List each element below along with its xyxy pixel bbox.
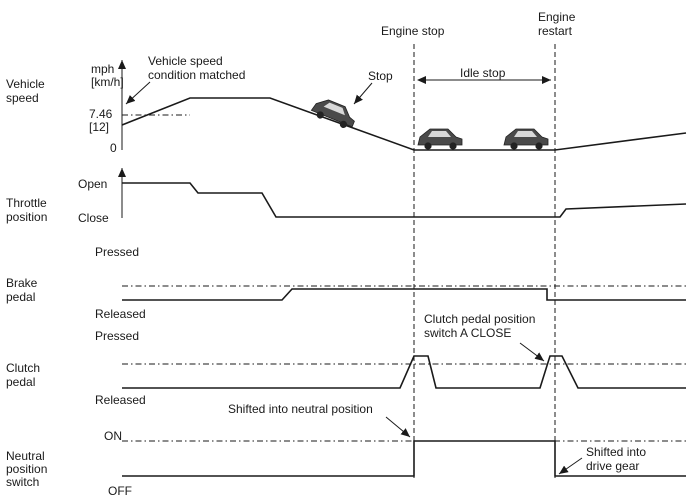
- stop-arrow: [353, 82, 373, 105]
- vehicle-speed-trace: [121, 97, 687, 151]
- neutral-shift-arrow: [385, 416, 411, 438]
- neutral-off-label: OFF: [108, 484, 132, 498]
- speed-unit-label: mph[km/h]: [91, 62, 124, 89]
- clutch-switch-arrow: [519, 342, 545, 362]
- stop-label: Stop: [368, 69, 393, 83]
- drive-shift-arrow: [558, 457, 583, 475]
- neutral-shift-label: Shifted into neutral position: [228, 402, 373, 416]
- clutch-pressed-label: Pressed: [95, 329, 139, 343]
- neutral-on-label: ON: [104, 429, 122, 443]
- speed-zero-label: 0: [110, 141, 117, 155]
- car-icon: [417, 128, 463, 150]
- speed-matched-arrow: [125, 81, 151, 105]
- engine-stop-label: Engine stop: [381, 24, 445, 38]
- speed-threshold-label: 7.46[12]: [89, 107, 113, 134]
- idle-stop-label: Idle stop: [460, 66, 506, 80]
- neutral-trace: [122, 440, 686, 477]
- brake-trace: [122, 288, 686, 301]
- throttle-open-label: Open: [78, 177, 107, 191]
- clutch-released-label: Released: [95, 393, 146, 407]
- car-icon: [503, 128, 549, 150]
- brake-released-label: Released: [95, 307, 146, 321]
- clutch-trace: [122, 355, 686, 389]
- throttle-trace: [122, 182, 687, 218]
- throttle-close-label: Close: [78, 211, 109, 225]
- brake-pressed-label: Pressed: [95, 245, 139, 259]
- car-icon: [310, 99, 355, 128]
